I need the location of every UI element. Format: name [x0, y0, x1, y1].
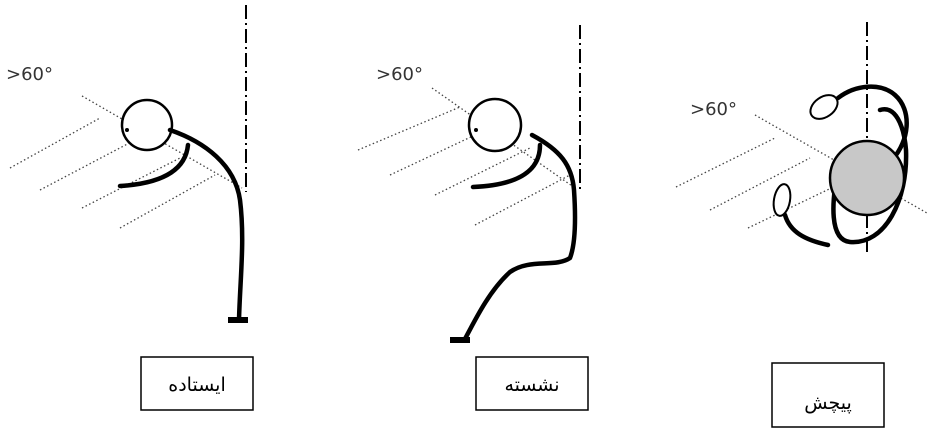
angle-label: >60°	[6, 64, 53, 85]
panel-twisting: >60° پیچش	[676, 22, 927, 427]
torso-circle	[830, 141, 904, 215]
hand-lower	[771, 183, 792, 217]
arm	[120, 145, 188, 186]
angle-label: >60°	[376, 64, 423, 85]
arm	[473, 145, 540, 187]
spine	[170, 130, 242, 320]
head	[469, 99, 521, 151]
arm-lower	[785, 215, 828, 245]
angle-label: >60°	[690, 99, 737, 120]
hatch-lines	[358, 88, 575, 225]
caption: ایستاده	[168, 374, 225, 396]
hand-upper	[806, 90, 842, 124]
panel-sitting: >60° نشسته	[358, 25, 588, 410]
caption: نشسته	[504, 374, 559, 396]
caption: پیچش	[804, 392, 852, 414]
head	[122, 100, 172, 150]
eye	[474, 128, 478, 132]
spine-and-legs	[465, 135, 575, 339]
panel-standing: >60° ایستاده	[6, 5, 253, 410]
eye	[125, 128, 129, 132]
